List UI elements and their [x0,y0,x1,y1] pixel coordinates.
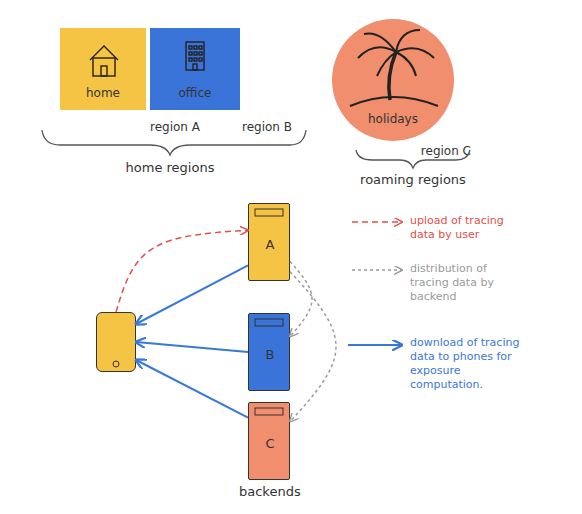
backend-name: B [249,348,291,362]
flow-arrow [136,342,248,352]
region-label: region B [214,120,292,134]
backend-name: C [249,437,291,451]
flow-arrow [136,265,248,324]
palm-tree-icon [350,30,438,106]
region-name: office [150,86,240,100]
backend-name: A [249,238,291,252]
legend-sample [352,221,402,223]
region-circle: holidaysregion C [331,18,455,142]
region-label: region A [122,120,200,134]
legend-sample [348,344,402,346]
house-icon [90,46,118,76]
building-icon [186,42,204,70]
backend-server: C [248,402,290,480]
flow-arrow [290,272,336,422]
flow-arrow [290,262,312,337]
region-name: home [60,86,146,100]
group-label: backends [239,484,299,499]
region-name: holidays [331,112,455,126]
phone-button [113,361,119,367]
backend-server: A [248,203,290,281]
group-label: roaming regions [353,172,473,187]
legend-sample [352,269,402,271]
flow-arrow [136,360,248,418]
group-bracket [42,130,306,155]
legend-text: upload of tracing data by user [410,214,522,242]
group-bracket [356,150,470,168]
region-label: region C [393,144,471,158]
backend-server: B [248,313,290,391]
flow-arrow [116,230,248,312]
region-box: homeregion A [60,28,146,110]
phone-device [96,312,136,372]
legend-text: download of tracing data to phones for e… [410,336,532,392]
region-box: officeregion B [150,28,240,110]
legend-text: distribution of tracing data by backend [410,262,522,304]
server-detail [255,209,283,415]
group-label: home regions [110,160,230,175]
